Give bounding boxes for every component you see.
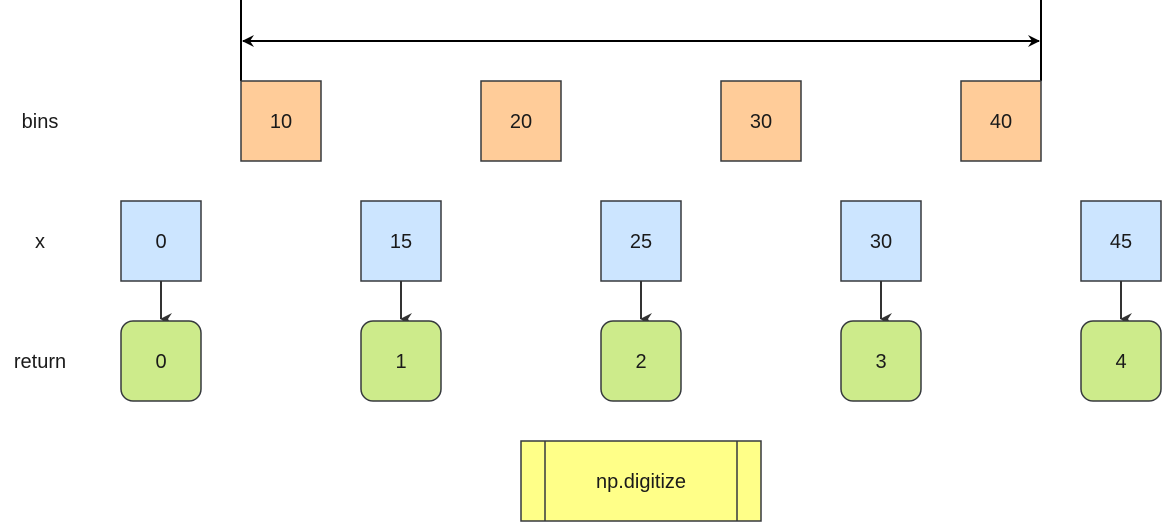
return-box: 3 bbox=[840, 320, 922, 402]
bin-value: 20 bbox=[510, 111, 532, 133]
x-value: 30 bbox=[870, 231, 892, 253]
bin-value: 30 bbox=[750, 111, 772, 133]
bin-box: 20 bbox=[480, 80, 562, 162]
return-box: 4 bbox=[1080, 320, 1162, 402]
return-box: 1 bbox=[360, 320, 442, 402]
bin-box: 10 bbox=[240, 80, 322, 162]
x-value: 15 bbox=[390, 231, 412, 253]
x-box: 25 bbox=[600, 200, 682, 282]
x-row-label: x bbox=[35, 231, 45, 253]
x-box: 45 bbox=[1080, 200, 1162, 282]
x-value: 45 bbox=[1110, 231, 1132, 253]
bin-box: 40 bbox=[960, 80, 1042, 162]
x-box: 0 bbox=[120, 200, 202, 282]
x-value: 0 bbox=[155, 231, 166, 253]
bin-value: 10 bbox=[270, 111, 292, 133]
bins-row-label: bins bbox=[22, 111, 59, 133]
x-box: 30 bbox=[840, 200, 922, 282]
return-value: 3 bbox=[875, 351, 886, 373]
return-box: 2 bbox=[600, 320, 682, 402]
return-value: 1 bbox=[395, 351, 406, 373]
return-row-label: return bbox=[14, 351, 66, 373]
x-box: 15 bbox=[360, 200, 442, 282]
return-value: 2 bbox=[635, 351, 646, 373]
x-value: 25 bbox=[630, 231, 652, 253]
function-name: np.digitize bbox=[596, 471, 686, 493]
bin-box: 30 bbox=[720, 80, 802, 162]
bin-value: 40 bbox=[990, 111, 1012, 133]
return-box: 0 bbox=[120, 320, 202, 402]
return-value: 0 bbox=[155, 351, 166, 373]
return-value: 4 bbox=[1115, 351, 1126, 373]
function-box: np.digitize bbox=[520, 440, 762, 522]
